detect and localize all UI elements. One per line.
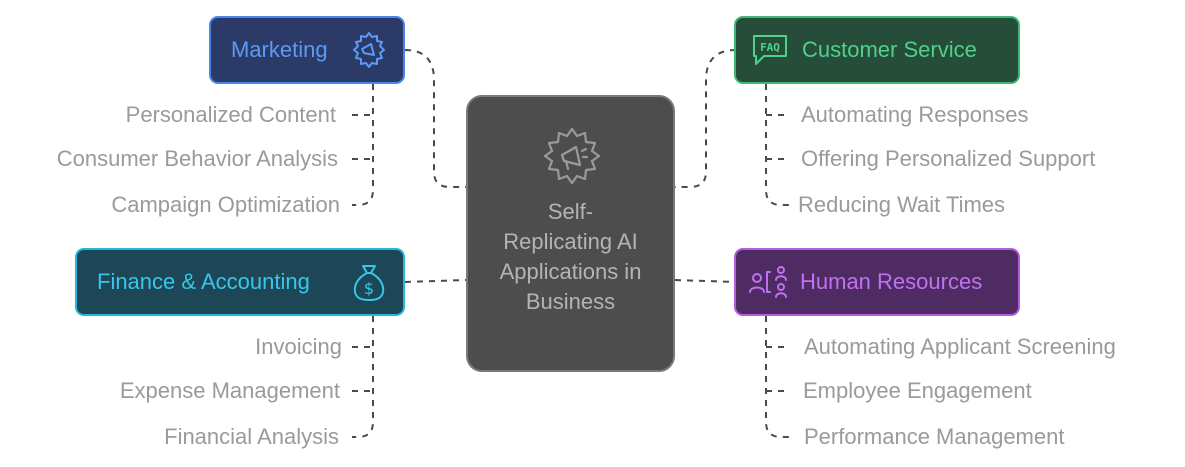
finance-item: Expense Management	[119, 378, 340, 403]
money-bag-icon: $	[351, 262, 387, 302]
central-topic-title: Self-Replicating AI Applications in Busi…	[499, 199, 642, 314]
human-resources-node[interactable]: Human Resources	[734, 248, 1020, 316]
customer-service-item: Offering Personalized Support	[801, 146, 1096, 171]
hr-item: Performance Management	[804, 424, 1065, 449]
finance-item: Invoicing	[255, 334, 342, 359]
faq-chat-icon: FAQ	[750, 30, 790, 70]
customer-service-item: Reducing Wait Times	[798, 192, 1006, 217]
finance-item: Financial Analysis	[164, 424, 339, 449]
megaphone-gear-icon	[349, 30, 389, 70]
marketing-item: Consumer Behavior Analysis	[56, 146, 338, 171]
finance-accounting-title: Finance & Accounting	[97, 269, 310, 294]
finance-accounting-node[interactable]: Finance & Accounting $	[75, 248, 405, 316]
customer-service-title: Customer Service	[802, 37, 977, 62]
marketing-node[interactable]: Marketing	[209, 16, 405, 84]
gear-megaphone-icon	[540, 125, 604, 194]
hr-item: Automating Applicant Screening	[804, 334, 1116, 359]
marketing-item: Campaign Optimization	[111, 192, 340, 217]
human-resources-title: Human Resources	[800, 269, 983, 294]
marketing-item: Personalized Content	[125, 102, 336, 127]
hr-item: Employee Engagement	[803, 378, 1032, 403]
customer-service-item: Automating Responses	[801, 102, 1029, 127]
svg-text:FAQ: FAQ	[760, 41, 780, 54]
marketing-title: Marketing	[231, 37, 328, 62]
svg-text:$: $	[364, 279, 374, 298]
central-topic-box: Self-Replicating AI Applications in Busi…	[466, 95, 675, 372]
people-network-icon	[748, 262, 792, 302]
customer-service-node[interactable]: FAQ Customer Service	[734, 16, 1020, 84]
